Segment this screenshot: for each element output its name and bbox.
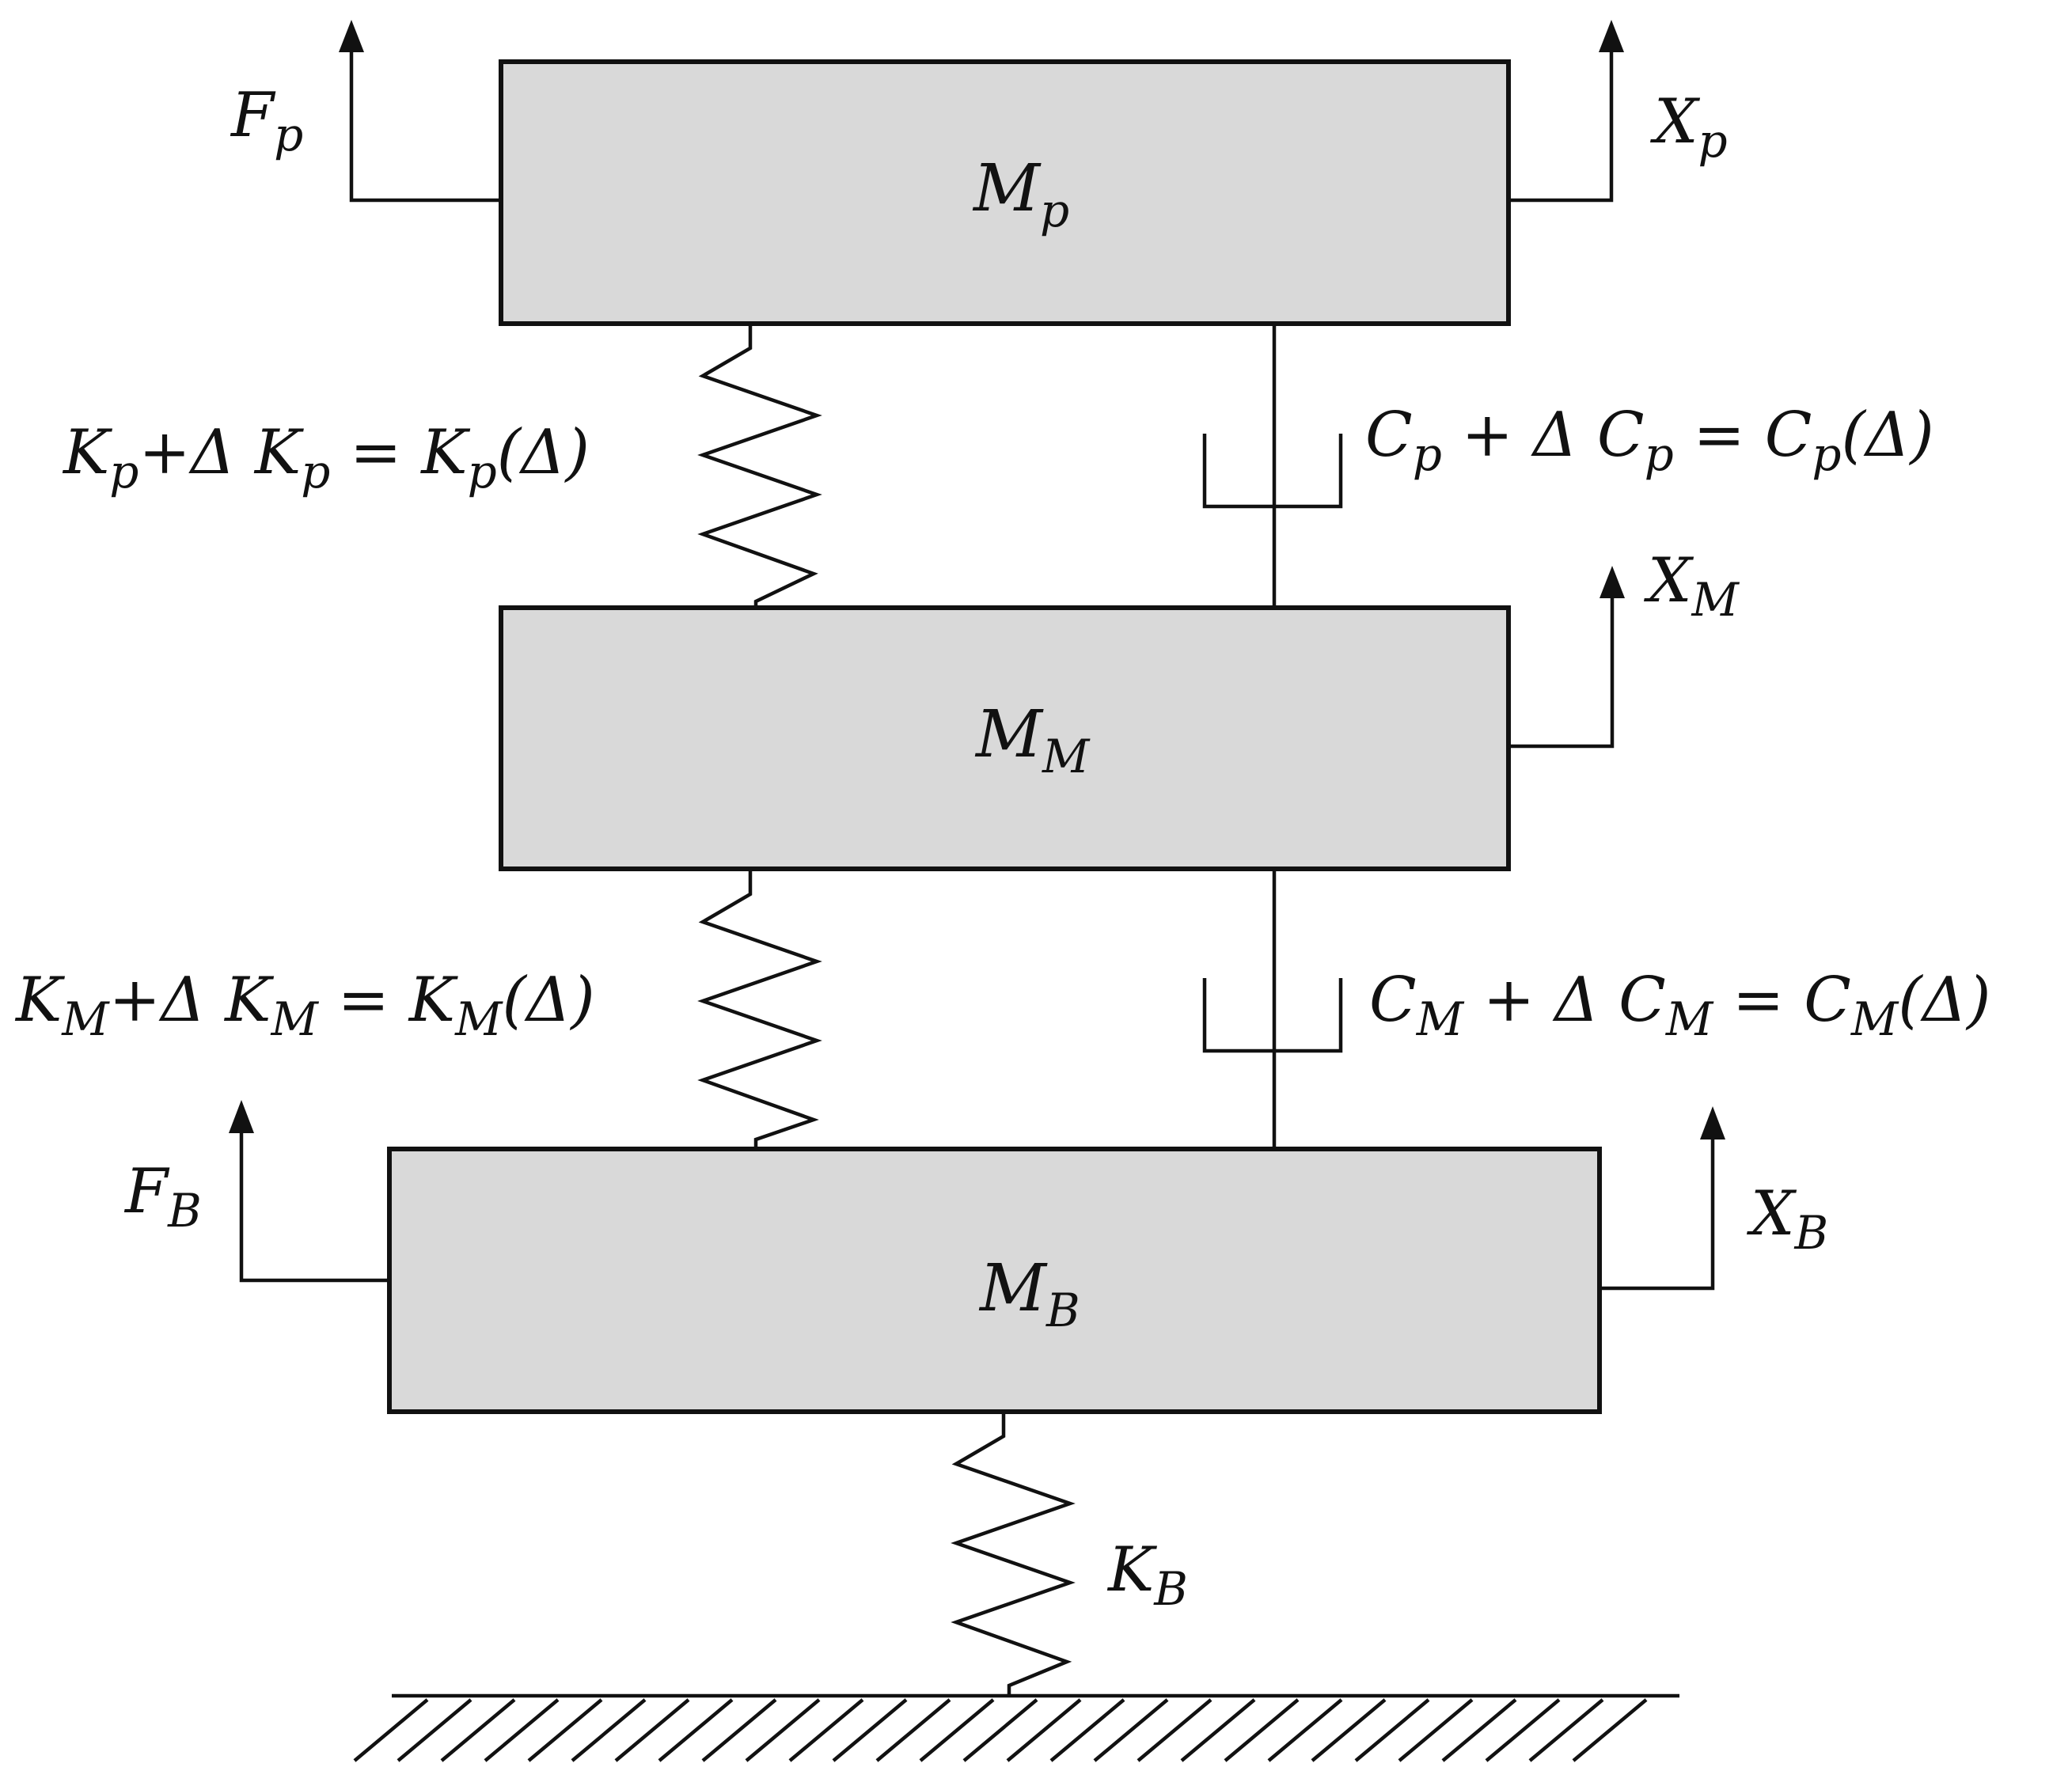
- ground-hatch-line: [1267, 1698, 1343, 1762]
- ground-hatch-line: [658, 1698, 734, 1762]
- platform-displacement-label: Xp: [1649, 86, 1728, 168]
- ground-hatch-line: [1180, 1698, 1256, 1762]
- ground-hatch-line: [1006, 1698, 1082, 1762]
- ground-hatch-line: [919, 1698, 995, 1762]
- ground-hatch-line: [962, 1698, 1038, 1762]
- ground-hatch-line: [701, 1698, 777, 1762]
- ground-spring: [951, 1412, 1076, 1695]
- middle-mass-label: MM: [974, 697, 1091, 783]
- ground-hatch-line: [1485, 1698, 1561, 1762]
- ground-hatch-line: [1137, 1698, 1212, 1762]
- ground-hatch-line: [1441, 1698, 1517, 1762]
- middle-mass-block: [499, 605, 1511, 871]
- ground-hatch-line: [440, 1698, 516, 1762]
- ground-hatch-line: [1093, 1698, 1169, 1762]
- ground-hatch-line: [1572, 1698, 1648, 1762]
- platform-force-arrow: [339, 20, 501, 203]
- ground-spring-label: KB: [1106, 1534, 1188, 1616]
- middle-spring-label: KM+Δ KM = KM(Δ): [14, 965, 595, 1046]
- base-mass-block: [387, 1147, 1602, 1414]
- upper-spring: [697, 324, 822, 608]
- ground-hatch-line: [527, 1698, 603, 1762]
- base-force-arrow: [229, 1100, 389, 1283]
- base-force-label: FB: [123, 1156, 202, 1238]
- ground-support: [353, 1693, 1679, 1762]
- ground-hatch-line: [875, 1698, 951, 1762]
- middle-spring: [697, 869, 822, 1149]
- ground-hatch-line: [571, 1698, 647, 1762]
- ground-hatch-line: [397, 1698, 472, 1762]
- ground-hatch-line: [745, 1698, 821, 1762]
- base-mass-label: MB: [978, 1251, 1080, 1337]
- ground-hatch-line: [484, 1698, 560, 1762]
- platform-mass-label: Mp: [972, 151, 1069, 237]
- ground-hatch-line: [832, 1698, 908, 1762]
- ground-hatch-line: [1049, 1698, 1125, 1762]
- ground-hatch-line: [353, 1698, 429, 1762]
- platform-force-label: Fp: [230, 80, 303, 161]
- ground-hatch-line: [1398, 1698, 1474, 1762]
- ground-hatch-line: [1354, 1698, 1430, 1762]
- upper-damper: [1202, 324, 1343, 608]
- platform-displacement-arrow: [1508, 20, 1624, 203]
- ground-hatch-line: [614, 1698, 690, 1762]
- middle-displacement-arrow: [1508, 566, 1625, 749]
- ground-hatch-line: [1528, 1698, 1604, 1762]
- middle-damper-label: CM + Δ CM = CM(Δ): [1369, 965, 1990, 1046]
- middle-displacement-label: XM: [1643, 545, 1740, 627]
- base-displacement-arrow: [1600, 1106, 1725, 1291]
- ground-hatch-line: [1224, 1698, 1300, 1762]
- middle-damper: [1202, 869, 1343, 1149]
- upper-damper-label: Cp + Δ Cp = Cp(Δ): [1365, 400, 1934, 481]
- ground-hatching: [353, 1698, 1648, 1762]
- upper-spring-label: Kp+Δ Kp = Kp(Δ): [62, 417, 590, 499]
- ground-hatch-line: [1311, 1698, 1387, 1762]
- base-displacement-label: XB: [1746, 1178, 1828, 1260]
- platform-mass-block: [499, 59, 1511, 326]
- ground-hatch-line: [788, 1698, 864, 1762]
